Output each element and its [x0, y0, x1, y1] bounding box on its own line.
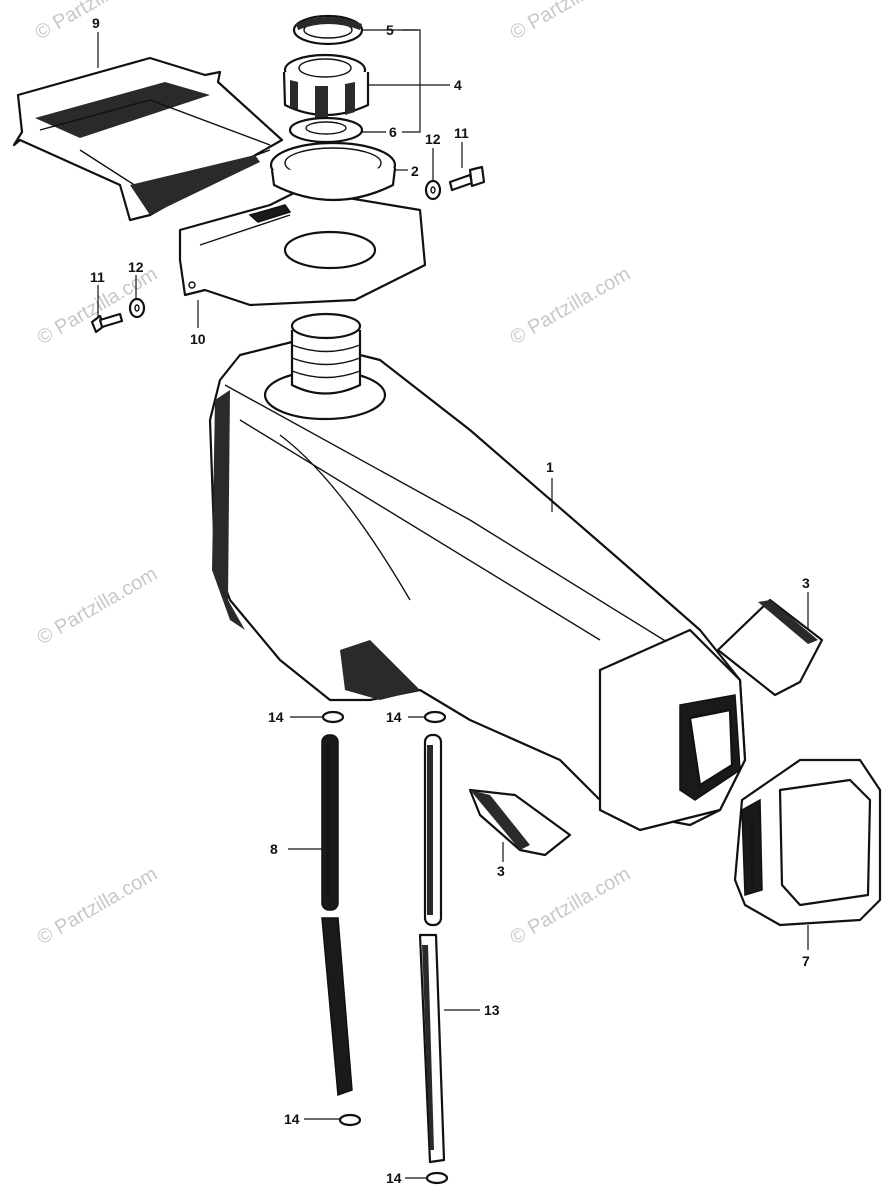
callout-11-left: 11 — [90, 269, 105, 285]
watermark-bottom-left: © Partzilla.com — [34, 863, 162, 949]
part-4-filler-cap — [282, 53, 370, 118]
watermark-bottom-right: © Partzilla.com — [507, 863, 635, 949]
leader-5-6-bracket — [402, 29, 421, 133]
part-14-clip-d — [425, 1171, 449, 1185]
watermark-top-right: © Partzilla.com — [507, 0, 635, 44]
part-10-bracket — [178, 188, 427, 307]
part-11-bolt-left — [90, 312, 124, 334]
part-14-clip-b — [423, 710, 447, 724]
callout-3-lower: 3 — [497, 863, 505, 879]
callout-10: 10 — [190, 331, 206, 347]
callout-9: 9 — [92, 15, 100, 31]
part-2-cap-seat — [269, 141, 397, 202]
part-11-bolt-right — [448, 165, 486, 192]
callout-2: 2 — [411, 163, 419, 179]
part-9-tool-tray — [12, 56, 284, 222]
part-13-hose-upper — [423, 733, 443, 927]
part-14-clip-c — [338, 1113, 362, 1127]
part-14-clip-a — [321, 710, 345, 724]
callout-14c: 14 — [284, 1111, 300, 1127]
callout-7: 7 — [802, 953, 810, 969]
callout-14a: 14 — [268, 709, 284, 725]
part-3-pad-lower — [468, 788, 572, 857]
callout-11-right: 11 — [454, 125, 469, 141]
part-12-washer-left — [128, 297, 146, 319]
part-13-hose-lower — [418, 933, 446, 1164]
watermark-mid-right: © Partzilla.com — [507, 263, 635, 349]
callout-4: 4 — [454, 77, 462, 93]
callouts: 9 5 4 6 12 11 2 11 12 10 1 3 14 14 8 3 7… — [90, 15, 810, 1186]
part-3-pad-upper — [716, 598, 824, 697]
callout-14b: 14 — [386, 709, 402, 725]
callout-13: 13 — [484, 1002, 500, 1018]
part-8-hose-lower — [321, 917, 353, 1097]
callout-12-right: 12 — [425, 131, 441, 147]
callout-8: 8 — [270, 841, 278, 857]
callout-5: 5 — [386, 22, 394, 38]
leader-lines — [97, 29, 809, 1179]
callout-3-upper: 3 — [802, 575, 810, 591]
part-8-hose-upper — [321, 734, 339, 911]
callout-14d: 14 — [386, 1170, 402, 1186]
callout-6: 6 — [389, 124, 397, 140]
part-12-washer-right — [424, 179, 442, 201]
part-1-fuel-tank — [208, 312, 747, 832]
part-6-washer — [288, 116, 364, 144]
callout-12-left: 12 — [128, 259, 144, 275]
watermark-low-left: © Partzilla.com — [34, 563, 162, 649]
callout-1: 1 — [546, 459, 554, 475]
part-5-gasket — [292, 14, 364, 46]
part-7-rubber-boot — [733, 758, 882, 927]
